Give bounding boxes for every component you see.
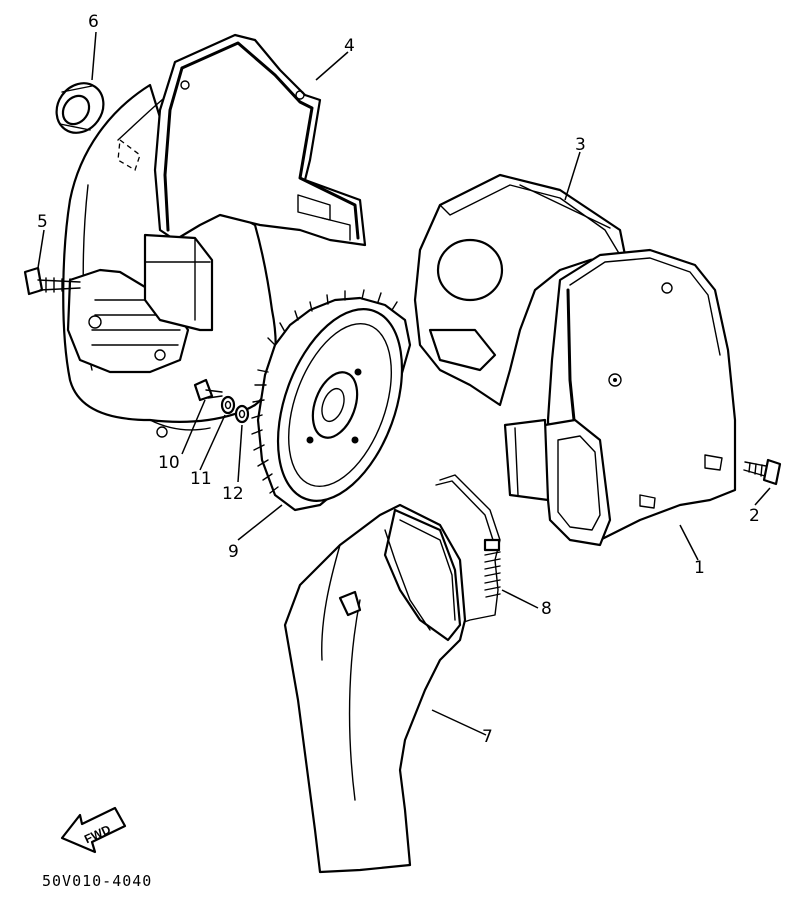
callout-numbers: 6 4 3 5 10 11 12 9 1 2 8 7	[37, 12, 760, 747]
part-5-screw	[23, 266, 81, 296]
part-11-washer	[220, 395, 236, 415]
part-7-intake-duct	[283, 503, 467, 874]
part-10-bolt	[193, 378, 223, 402]
callout-7: 7	[482, 727, 493, 747]
part-4-cover-plate	[143, 33, 367, 332]
fwd-direction-arrow: FWD	[60, 806, 127, 854]
part-8-hose-clamp	[435, 474, 501, 626]
part-12-nut	[234, 404, 250, 424]
part-1-air-box-housing	[503, 248, 737, 547]
part-2-screw	[743, 458, 782, 486]
callout-9: 9	[228, 542, 239, 562]
callout-5: 5	[37, 212, 48, 232]
part-9-flywheel-fan	[251, 289, 412, 512]
callout-10: 10	[158, 453, 180, 473]
part-3-duct-frame	[413, 173, 627, 407]
callout-2: 2	[749, 506, 760, 526]
callout-8: 8	[541, 599, 552, 619]
callout-11: 11	[190, 469, 212, 489]
drawing-code: 50V010-4040	[42, 872, 152, 890]
part-6-seal	[55, 82, 105, 134]
callout-6: 6	[88, 12, 99, 32]
callout-1: 1	[694, 558, 705, 578]
callout-4: 4	[344, 36, 355, 56]
leader-lines	[37, 31, 771, 736]
callout-12: 12	[222, 484, 244, 504]
callout-3: 3	[575, 135, 586, 155]
